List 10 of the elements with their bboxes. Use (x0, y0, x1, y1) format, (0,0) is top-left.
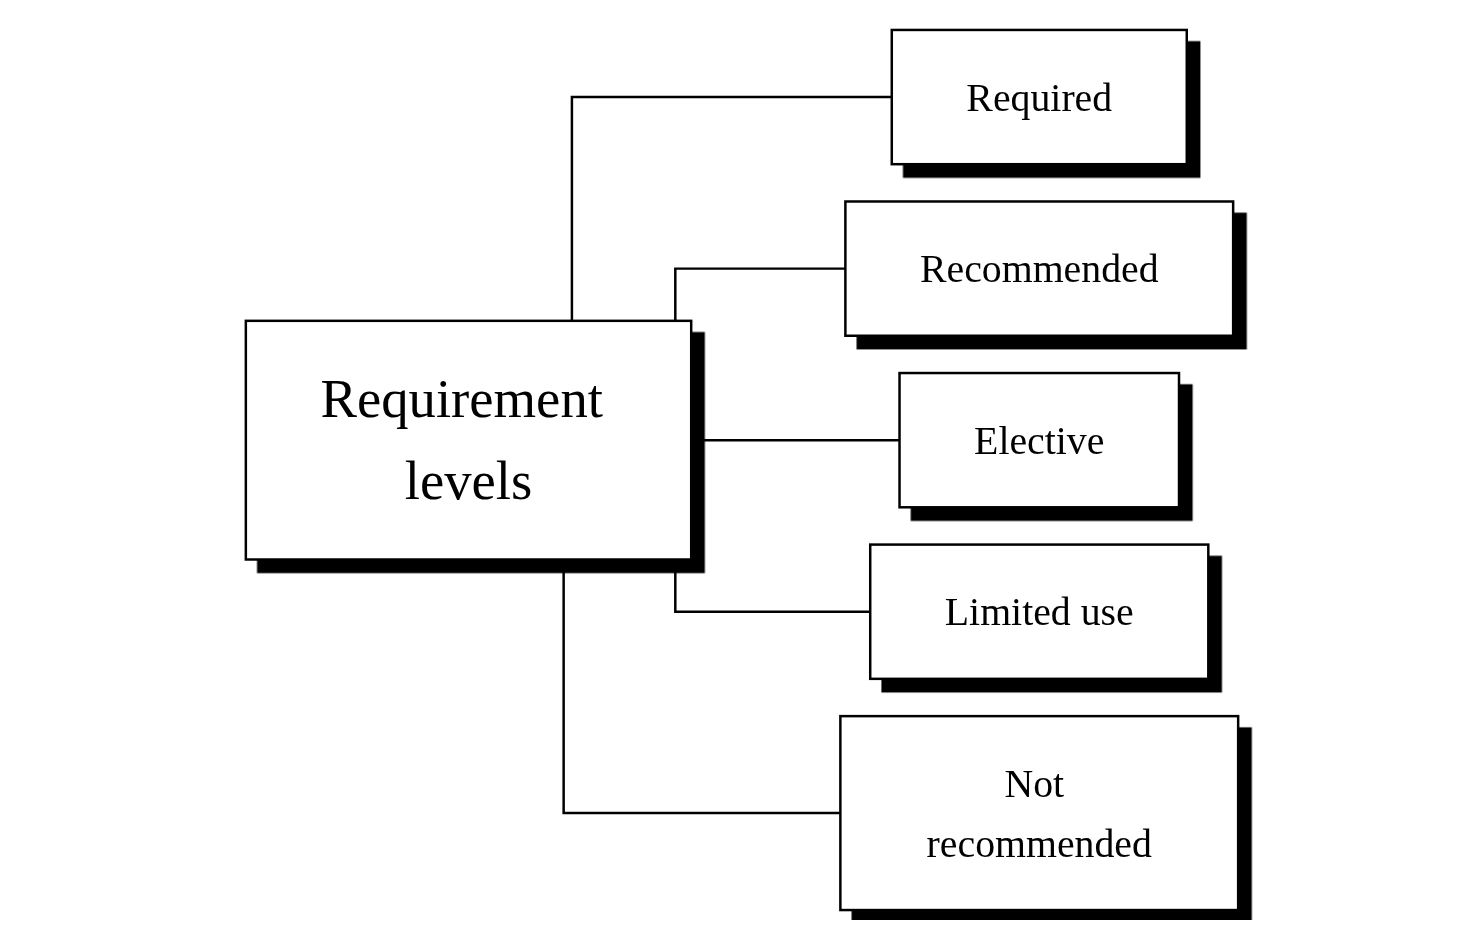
node-box: Recommended (844, 199, 1235, 337)
connector (674, 266, 846, 321)
connector (570, 95, 892, 321)
connector (562, 559, 841, 814)
node-box: Limited use (868, 542, 1210, 680)
node-box: Required (890, 28, 1188, 165)
node-box: Not recommended (839, 714, 1240, 911)
connector (674, 559, 871, 613)
node-box: Requirement levels (244, 319, 693, 561)
node-box: Elective (898, 371, 1181, 509)
